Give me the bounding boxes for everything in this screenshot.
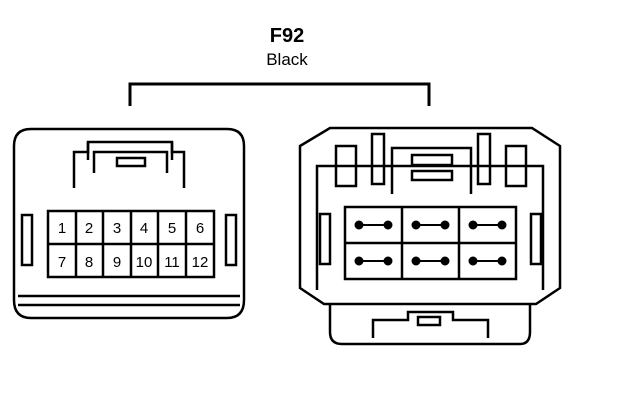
- terminal-2: 2: [85, 220, 93, 237]
- pin-dot: [440, 220, 450, 230]
- pin-dot: [497, 256, 507, 266]
- pin-dot: [497, 220, 507, 230]
- right-rib-4: [504, 144, 528, 188]
- left-housing: [12, 127, 246, 320]
- pin-dot: [411, 220, 421, 230]
- right-housing: [298, 126, 562, 306]
- right-inner-wall: [315, 164, 545, 290]
- left-side-key-r: [224, 213, 238, 267]
- terminal-8: 8: [85, 254, 93, 271]
- right-side-key-l: [318, 212, 332, 266]
- right-rib-1: [334, 144, 358, 188]
- pin-dot: [354, 256, 364, 266]
- pairing-bracket: [128, 82, 431, 106]
- terminal-3: 3: [113, 220, 121, 237]
- connector-id: F92: [270, 25, 304, 47]
- right-rib-3: [476, 132, 492, 186]
- connector-color: Black: [266, 50, 308, 69]
- terminal-11: 11: [164, 254, 180, 271]
- terminal-labels: 1 2 3 4 5 6 7 8 9 10 11 12: [58, 220, 209, 271]
- left-side-key-l: [20, 213, 34, 267]
- pin-dot: [411, 256, 421, 266]
- left-latch-inner: [92, 150, 169, 173]
- right-key-slot-b: [410, 169, 454, 182]
- pin-dot: [383, 256, 393, 266]
- right-connector: [298, 126, 562, 346]
- terminal-7: 7: [58, 254, 66, 271]
- right-lock-extension: [328, 304, 532, 346]
- right-rib-2: [370, 132, 386, 186]
- terminal-1: 1: [58, 220, 66, 237]
- terminal-10: 10: [136, 254, 153, 271]
- right-lock-slot: [416, 315, 442, 327]
- left-latch-sides: [86, 142, 174, 160]
- terminal-12: 12: [192, 254, 209, 271]
- left-latch-slot: [115, 156, 147, 168]
- terminal-5: 5: [168, 220, 176, 237]
- terminal-4: 4: [140, 220, 148, 237]
- pin-dot: [354, 220, 364, 230]
- pin-dot: [440, 256, 450, 266]
- pin-dot: [468, 256, 478, 266]
- cavity-pins: [354, 220, 507, 266]
- right-center-key: [390, 146, 473, 194]
- terminal-9: 9: [113, 254, 121, 271]
- terminal-6: 6: [196, 220, 204, 237]
- pin-dot: [468, 220, 478, 230]
- left-connector: [12, 127, 246, 320]
- pin-dot: [383, 220, 393, 230]
- left-latch-tab: [72, 140, 186, 188]
- right-lock-tab: [371, 310, 490, 338]
- right-key-slot-a: [410, 153, 454, 167]
- right-side-key-r: [529, 212, 543, 266]
